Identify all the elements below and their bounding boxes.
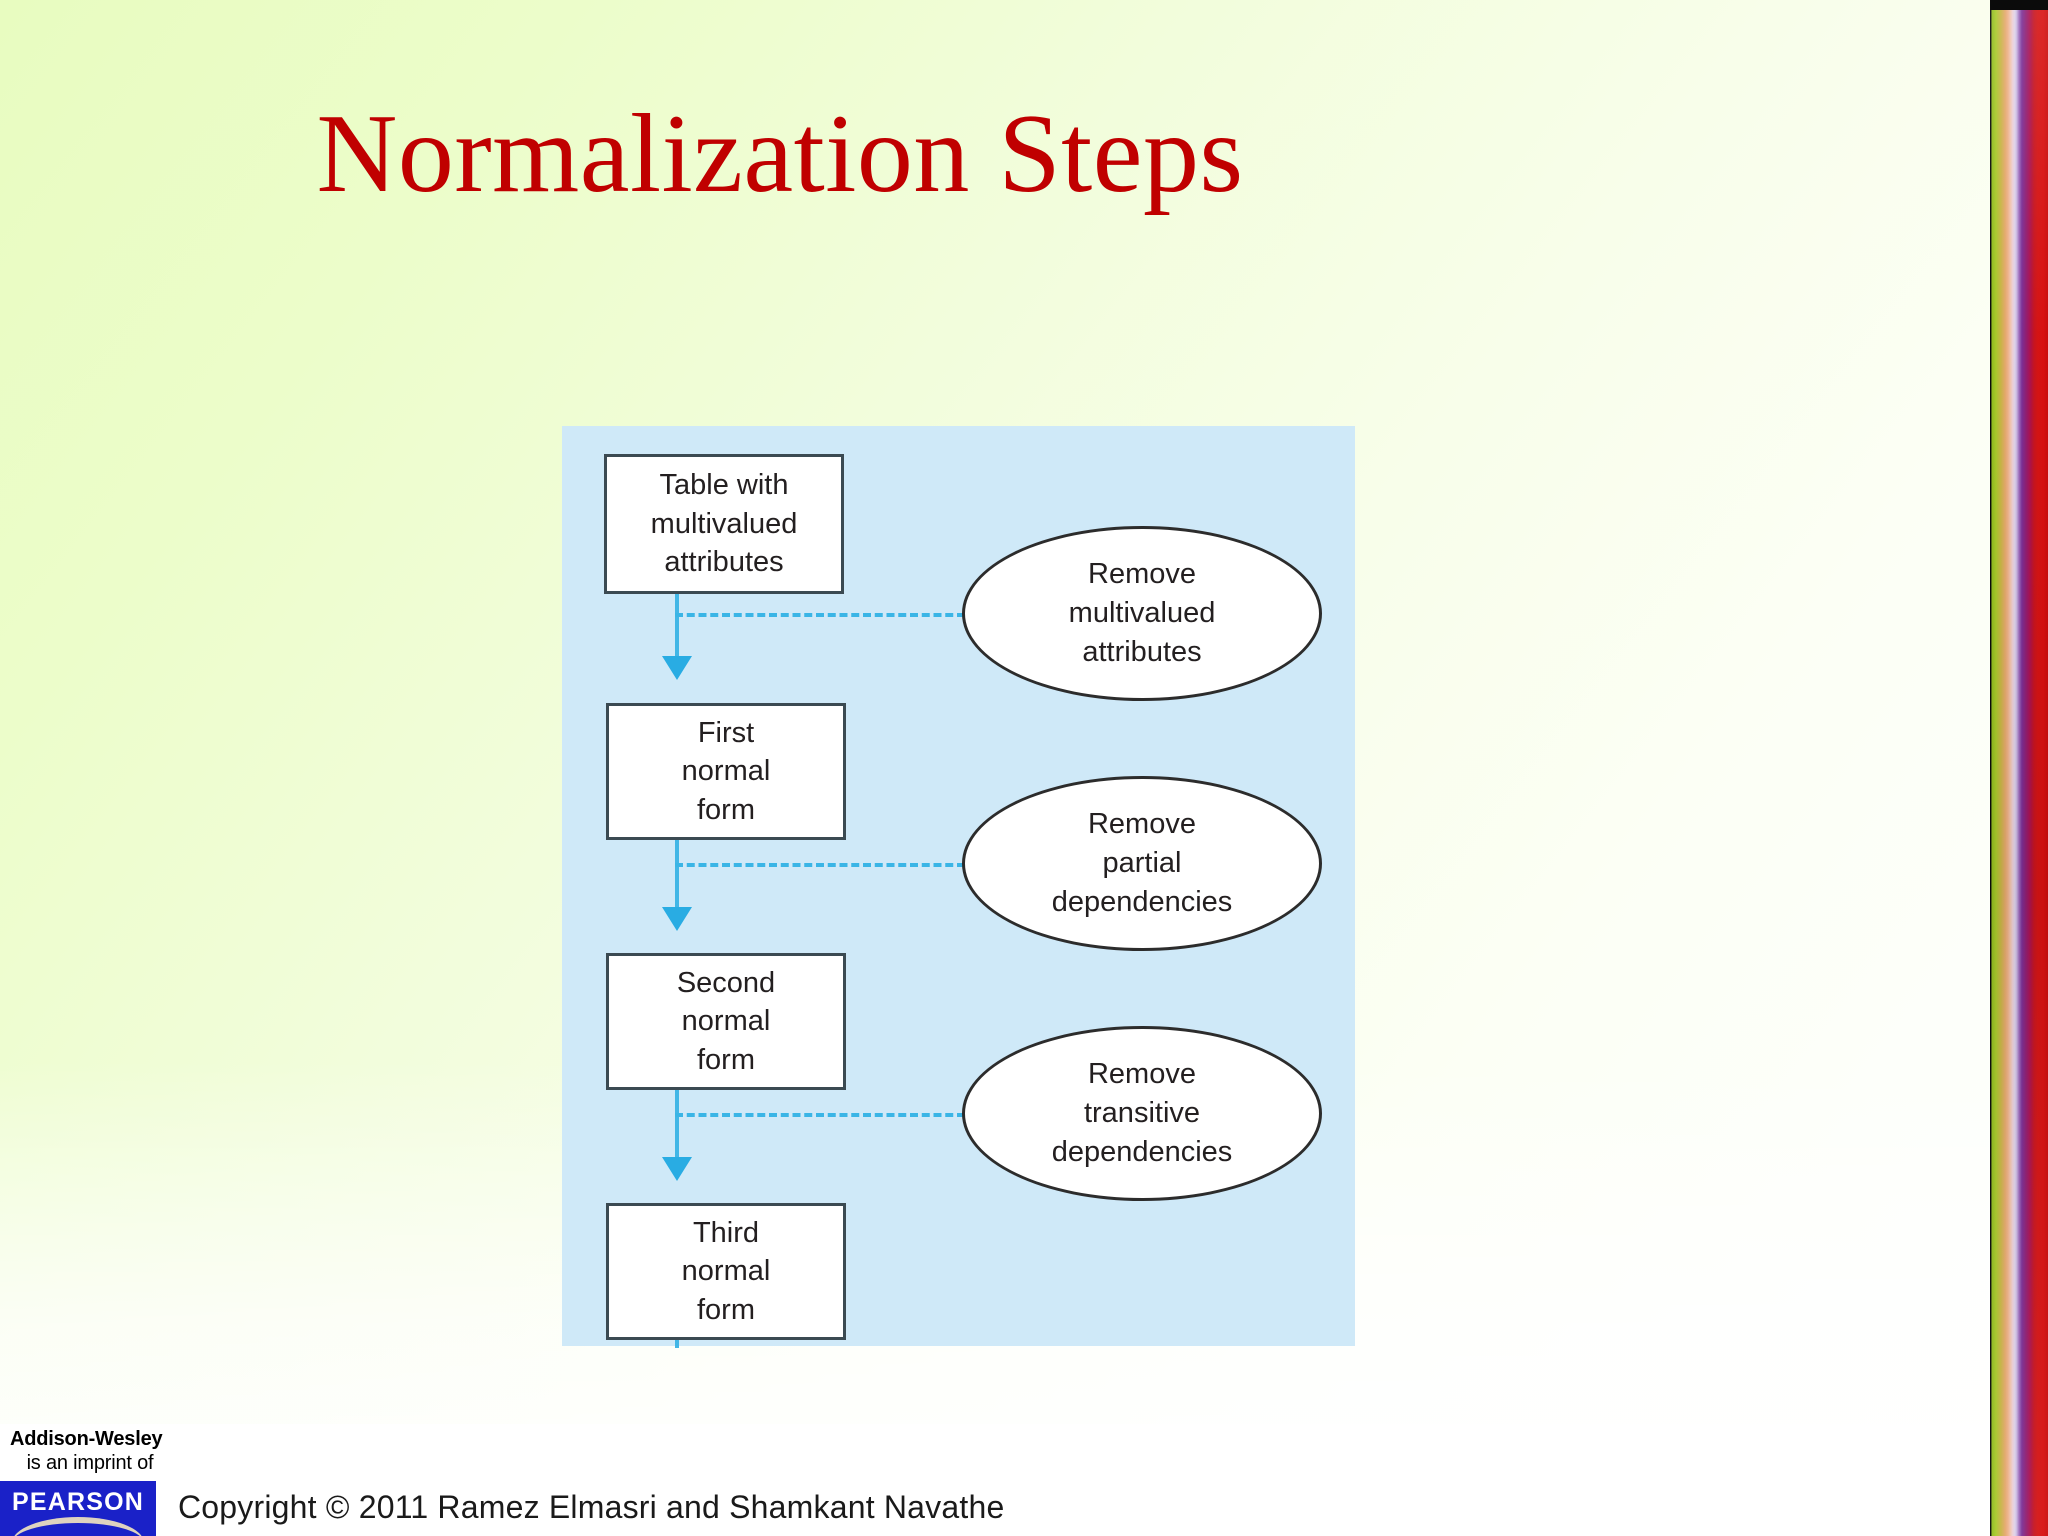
decorative-color-strip — [1990, 0, 2048, 1536]
arrow-head-2 — [662, 907, 692, 931]
footer-bar — [0, 1424, 1990, 1536]
node-ellipse-line-1: Remove — [1087, 1058, 1196, 1091]
dashed-leader-1 — [675, 613, 965, 617]
pearson-logo: PEARSON — [0, 1481, 156, 1536]
node-box-table-multivalued[interactable]: Table with multivalued attributes — [604, 454, 844, 594]
node-box-line-2: normal — [681, 1005, 771, 1038]
node-ellipse-line-2: multivalued — [1068, 597, 1216, 630]
node-ellipse-line-2: partial — [1102, 847, 1182, 880]
node-box-line-2: normal — [681, 755, 771, 788]
node-box-line-3: form — [696, 1043, 755, 1076]
pearson-wordmark: PEARSON — [11, 1488, 145, 1516]
dashed-leader-3 — [675, 1113, 965, 1117]
node-box-line-2: normal — [681, 1255, 771, 1288]
node-box-line-1: First — [697, 716, 755, 749]
page-title: Normalization Steps — [316, 92, 1244, 216]
node-box-line-1: Third — [692, 1216, 760, 1249]
arrow-head-3 — [662, 1157, 692, 1181]
node-box-line-2: multivalued — [650, 507, 798, 540]
node-ellipse-remove-partial-dependencies[interactable]: Remove partial dependencies — [962, 776, 1322, 951]
imprint-subtitle: is an imprint of — [26, 1451, 154, 1474]
copyright-text: Copyright © 2011 Ramez Elmasri and Shamk… — [178, 1489, 1005, 1525]
normalization-diagram-panel: Table with multivalued attributes First … — [562, 426, 1355, 1348]
node-box-first-normal-form[interactable]: First normal form — [606, 703, 846, 840]
node-ellipse-line-3: dependencies — [1051, 1135, 1233, 1168]
decorative-strip-top-cap — [1990, 0, 2048, 10]
node-box-third-normal-form[interactable]: Third normal form — [606, 1203, 846, 1340]
node-ellipse-line-1: Remove — [1088, 558, 1196, 591]
node-box-line-1: Table with — [659, 469, 789, 502]
node-box-line-3: attributes — [664, 546, 784, 579]
dashed-leader-2 — [675, 863, 965, 867]
addison-wesley-imprint: Addison-Wesley is an imprint of — [10, 1428, 170, 1475]
node-box-line-3: form — [697, 1293, 755, 1326]
node-box-second-normal-form[interactable]: Second normal form — [606, 953, 846, 1090]
node-ellipse-line-3: dependencies — [1051, 885, 1233, 918]
node-ellipse-line-3: attributes — [1082, 635, 1202, 668]
node-ellipse-line-1: Remove — [1087, 808, 1196, 841]
node-ellipse-remove-transitive-dependencies[interactable]: Remove transitive dependencies — [962, 1026, 1322, 1201]
node-ellipse-remove-multivalued-attributes[interactable]: Remove multivalued attributes — [962, 526, 1322, 701]
pearson-arc-icon — [12, 1517, 144, 1536]
node-ellipse-line-2: transitive — [1083, 1097, 1201, 1130]
imprint-name: Addison-Wesley — [10, 1428, 163, 1450]
node-box-line-3: form — [697, 793, 755, 826]
node-box-line-1: Second — [676, 966, 776, 999]
arrow-head-1 — [662, 656, 692, 680]
